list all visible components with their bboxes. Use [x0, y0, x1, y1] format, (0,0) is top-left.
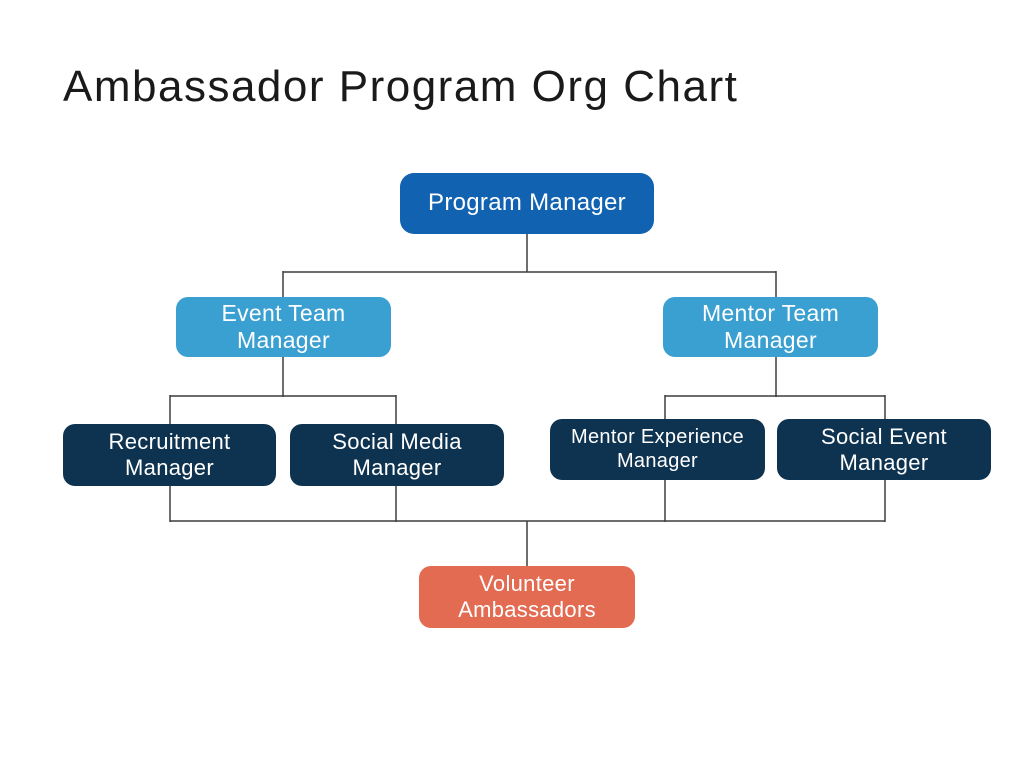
node-label-line2: Manager — [724, 327, 817, 353]
node-label-line1: Social Media — [332, 429, 462, 455]
node-label-line1: Volunteer — [479, 571, 575, 597]
node-label-line2: Manager — [125, 455, 214, 480]
node-label-line2: Ambassadors — [458, 597, 596, 622]
node-event-team-manager: Event Team Manager — [176, 297, 391, 357]
node-recruitment-manager: Recruitment Manager — [63, 424, 276, 486]
page-title: Ambassador Program Org Chart — [63, 62, 739, 111]
node-program-manager: Program Manager — [400, 173, 654, 234]
node-label-line1: Mentor Team — [701, 299, 840, 326]
node-label: Program Manager — [428, 189, 626, 217]
node-social-media-manager: Social Media Manager — [290, 424, 504, 486]
node-volunteer-ambassadors: Volunteer Ambassadors — [419, 566, 635, 628]
node-label-line1: Event Team — [221, 299, 346, 326]
node-label-line1: Recruitment — [108, 429, 231, 455]
node-label-line1: Mentor Experience — [571, 425, 744, 448]
node-label-line2: Manager — [237, 327, 330, 353]
node-label-line2: Manager — [616, 449, 699, 472]
node-label-line2: Manager — [839, 449, 929, 475]
node-label-line1: Social Event — [821, 423, 947, 449]
node-social-event-manager: Social Event Manager — [777, 419, 991, 480]
node-mentor-team-manager: Mentor Team Manager — [663, 297, 878, 357]
node-mentor-experience-manager: Mentor Experience Manager — [550, 419, 765, 480]
node-label-line2: Manager — [352, 455, 442, 480]
